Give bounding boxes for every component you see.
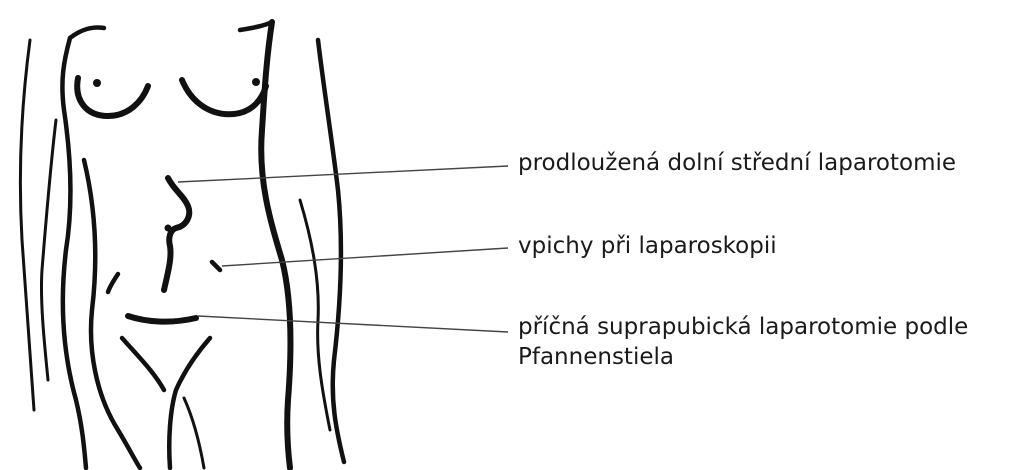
torso-outline xyxy=(20,22,344,468)
leader-pfannenstiel xyxy=(198,316,508,332)
right-arm-line xyxy=(318,40,344,462)
left-nipple xyxy=(93,79,101,87)
left-breast xyxy=(77,78,148,116)
midline-incision xyxy=(164,178,189,290)
right-nipple xyxy=(252,78,260,86)
right-waist-line xyxy=(300,200,330,430)
label-midline-laparotomy: prodloužená dolní střední laparotomie xyxy=(518,148,956,178)
label-pfannenstiel-line1: příčná suprapubická laparotomie podle xyxy=(518,312,968,342)
abdomen xyxy=(108,178,220,468)
right-breast xyxy=(182,80,266,114)
leader-midline xyxy=(178,166,508,182)
left-groin-line xyxy=(122,338,164,390)
label-laparoscopy-ports: vpichy při laparoskopii xyxy=(518,231,777,261)
laparoscopy-port-left xyxy=(108,274,118,292)
breasts xyxy=(77,78,266,116)
pfannenstiel-incision xyxy=(128,316,196,322)
left-arm-inner xyxy=(41,120,56,380)
left-shoulder xyxy=(70,27,104,38)
left-body-contour xyxy=(20,40,34,410)
navel xyxy=(165,225,172,232)
laparoscopy-port-right xyxy=(212,262,220,270)
inner-thigh-line xyxy=(184,398,204,468)
label-pfannenstiel-incision: příčná suprapubická laparotomie podle Pf… xyxy=(518,312,968,372)
right-groin-line xyxy=(169,338,210,468)
label-pfannenstiel-line2: Pfannenstiela xyxy=(518,342,968,372)
leader-laparoscopy xyxy=(222,248,508,266)
right-shoulder xyxy=(240,22,272,30)
